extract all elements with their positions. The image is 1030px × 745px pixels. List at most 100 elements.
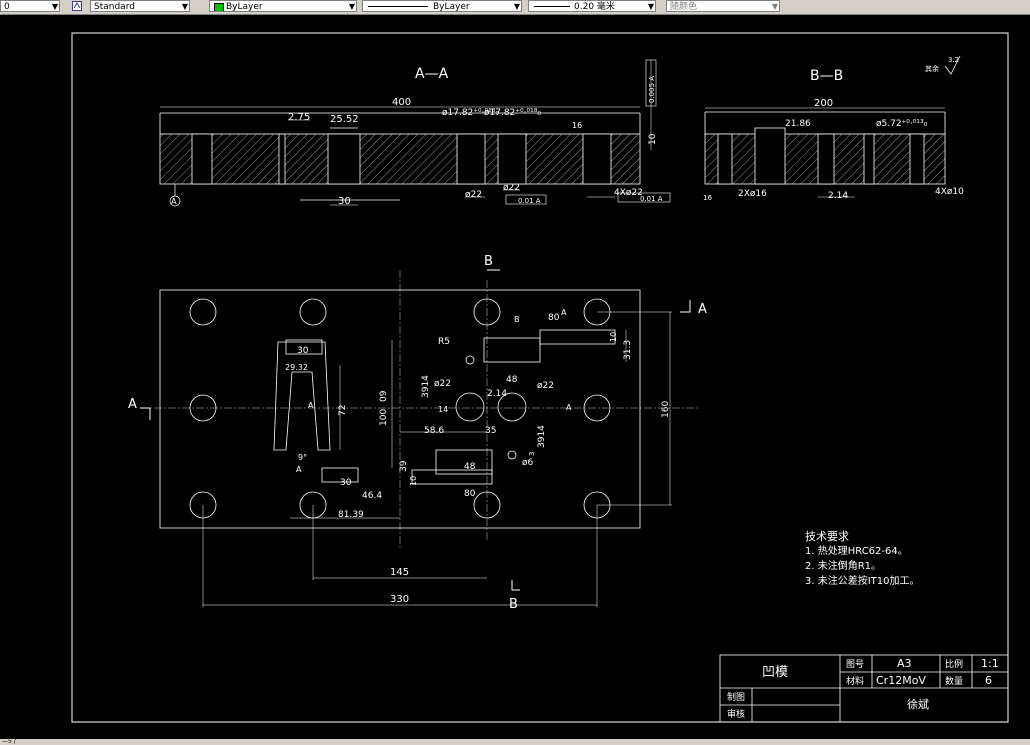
checked-label: 审核 (727, 708, 745, 720)
dim-22-a: ø22 (465, 190, 482, 200)
drawing-border (71, 32, 1009, 723)
dim-2-75: 2.75 (288, 112, 310, 123)
section-aa-dims (160, 60, 652, 206)
technical-notes: 技术要求 1. 热处理HRC62-64。 2. 未注倒角R1。 3. 未注公差按… (805, 530, 920, 587)
author-name: 徐斌 (907, 697, 929, 711)
dim-22-plan-b: ø22 (537, 381, 554, 391)
color-swatch (214, 3, 224, 11)
dim-145: 145 (390, 567, 409, 578)
linetype-value: ByLayer (433, 2, 470, 12)
dim-30-plan-b: 30 (340, 478, 352, 488)
chevron-down-icon: ▼ (348, 2, 355, 11)
lineweight-sample (534, 6, 570, 7)
dim-35: 35 (485, 426, 496, 436)
first-dropdown[interactable]: 0 ▼ (0, 0, 60, 12)
plan-centerlines (140, 270, 700, 550)
qty-label: 数量 (945, 675, 963, 687)
chevron-down-icon: ▼ (771, 2, 778, 11)
dim-31-3: 31.3 (623, 340, 633, 360)
inner-label-a1: A (561, 308, 567, 317)
dim-21-86: 21.86 (785, 119, 811, 129)
cut-label-b-bottom: B (509, 597, 518, 612)
drawing-canvas[interactable]: A—A 400 2.75 25.52 ø17.82⁺⁰·⁰¹⁸₀ ø17.82⁺… (0, 14, 1030, 739)
part-name: 凹模 (762, 665, 788, 680)
dim-3914-a: 3914 (421, 375, 431, 398)
tolerance-frame-2: 0.01 A (617, 192, 671, 203)
dim-2-14-plan: 2.14 (487, 389, 507, 399)
lineweight-dropdown[interactable]: 0.20 毫米 ▼ (528, 0, 656, 12)
dim-25-52: 25.52 (330, 114, 359, 125)
color-value: ByLayer (226, 2, 263, 12)
dim-14: 14 (438, 405, 448, 414)
scale-label: 比例 (945, 658, 963, 670)
dim-09: 09 (379, 390, 389, 402)
command-line-text: —5 / (2, 738, 16, 745)
text-style-dropdown[interactable]: Standard ▼ (90, 0, 190, 12)
qty-value: 6 (985, 674, 992, 687)
dim-46-4: 46.4 (362, 491, 382, 501)
dim-4x10: 4Xø10 (935, 187, 964, 197)
chevron-down-icon: ▼ (647, 2, 654, 11)
plot-style-dropdown[interactable]: 随颜色 ▼ (666, 0, 780, 12)
dim-80-b: 80 (464, 489, 476, 499)
roughness-note-label: 其余 (925, 64, 939, 73)
tolerance-3-text: 0.005 A (648, 76, 656, 103)
material-value: Cr12MoV (876, 674, 926, 687)
roughness-note-value: 3.2 (948, 56, 959, 64)
tolerance-frame-3: 0.005 A (645, 59, 657, 107)
linetype-dropdown[interactable]: ByLayer ▼ (362, 0, 522, 12)
dim-2x16: 2Xø16 (738, 189, 767, 199)
plot-style-value: 随颜色 (670, 2, 698, 12)
tolerance-2-text: 0.01 A (640, 195, 663, 203)
inner-label-a2: A (566, 403, 572, 412)
dim-200: 200 (814, 98, 833, 109)
color-dropdown[interactable]: ByLayer ▼ (209, 0, 357, 12)
linetype-sample (368, 6, 428, 7)
section-aa-view (159, 112, 641, 201)
dim-17-82-b: ø17.82⁺⁰·⁰¹⁸₀ (484, 108, 541, 118)
dim-3914-b: 3914 (537, 425, 547, 448)
drawing-no-label: 图号 (846, 659, 864, 670)
roughness-symbol-icon (944, 55, 961, 75)
dim-30-plan-a: 30 (297, 346, 309, 356)
cut-label-a-left: A (128, 397, 137, 412)
notes-title: 技术要求 (805, 530, 849, 543)
dim-80-a: 80 (548, 313, 560, 323)
dim-81-39: 81.39 (338, 510, 364, 520)
roughness-note: 其余 3.2 (925, 55, 961, 75)
cut-label-b-top: B (484, 254, 493, 269)
dim-29-32: 29.32 (285, 363, 308, 372)
dim-58-6: 58.6 (424, 426, 444, 436)
dim-3: 3 (528, 452, 536, 456)
chevron-down-icon: ▼ (181, 2, 188, 11)
dim-48-a: 48 (506, 375, 518, 385)
dim-400: 400 (392, 97, 411, 108)
command-line[interactable]: —5 / (0, 739, 1030, 745)
dim-72: 72 (338, 405, 348, 416)
dim-r5: R5 (438, 337, 450, 347)
text-style-icon[interactable] (72, 1, 82, 11)
section-bb-view (704, 107, 946, 198)
dim-39: 39 (399, 460, 409, 472)
dim-6: ø6 (522, 458, 534, 468)
cut-markers (140, 269, 691, 591)
section-aa-title: A—A (415, 66, 449, 82)
dim-2-14-section: 2.14 (828, 191, 848, 201)
chevron-down-icon: ▼ (51, 2, 58, 11)
scale-value: 1:1 (981, 657, 999, 670)
dim-160: 160 (661, 401, 671, 418)
inner-label-a3: A (308, 401, 314, 410)
dim-30-section: 30 (338, 196, 351, 207)
dim-100: 100 (379, 409, 389, 426)
datum-a-symbol: A (169, 184, 181, 207)
chevron-down-icon: ▼ (513, 2, 520, 11)
title-block (719, 654, 1009, 723)
inner-label-a4: A (296, 465, 302, 474)
dim-10-plan: 10 (609, 332, 618, 342)
drawing-no: A3 (897, 657, 912, 670)
material-label: 材料 (846, 675, 864, 687)
dim-22-b: ø22 (503, 183, 520, 193)
properties-toolbar: 0 ▼ Standard ▼ ByLayer ▼ ByLayer ▼ 0.20 … (0, 0, 1030, 15)
dim-330: 330 (390, 594, 409, 605)
dim-22-plan-a: ø22 (434, 379, 451, 389)
